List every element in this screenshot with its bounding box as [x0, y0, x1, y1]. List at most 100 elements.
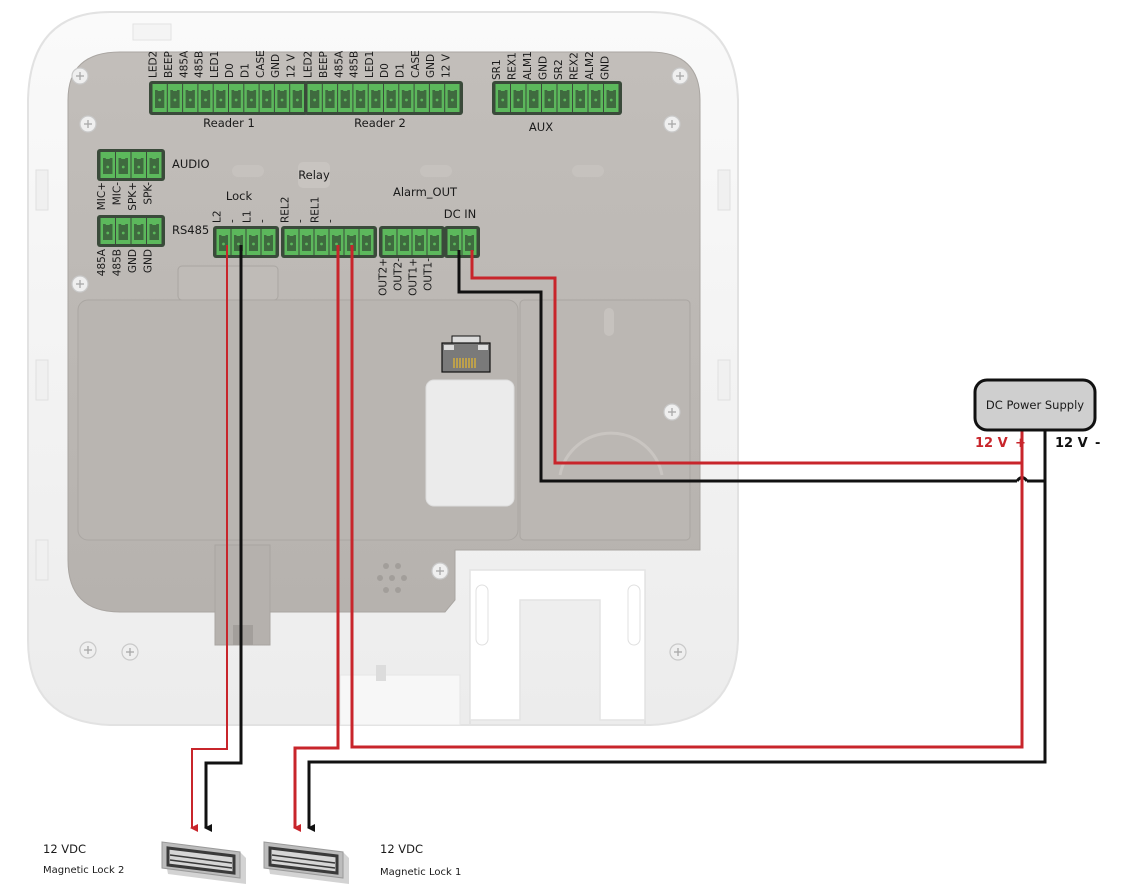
relay-terminal-pin-2[interactable]: [299, 229, 314, 255]
reader1-terminal-pin-6[interactable]: [229, 84, 244, 112]
dc-in-terminal: [444, 226, 480, 258]
lock-terminal-pin-2[interactable]: [231, 229, 246, 255]
alarm-out-terminal-pin-1[interactable]: [382, 229, 397, 255]
relay-button: [298, 162, 330, 188]
wires: [190, 245, 1047, 832]
reader2-terminal-pin-5[interactable]: [368, 84, 383, 112]
screw-icon: [121, 643, 139, 661]
lock-pin-label: -: [227, 219, 239, 223]
aux-terminal-pin-1[interactable]: [495, 84, 511, 112]
reader1-terminal-pin-10[interactable]: [290, 84, 305, 112]
wire-psu-positive-relay: [350, 245, 1024, 749]
reader2-pin-label: LED2: [303, 51, 315, 78]
alarm-out-terminal-pin-4[interactable]: [427, 229, 442, 255]
lock2-name: Magnetic Lock 2: [43, 865, 124, 876]
dc-in-terminal-pin-1[interactable]: [447, 229, 462, 255]
alarm-out-terminal-pin-2[interactable]: [397, 229, 412, 255]
audio-terminal-pin-1[interactable]: [100, 152, 116, 178]
reader2-terminal: [304, 81, 463, 115]
reader1-terminal-pin-2[interactable]: [167, 84, 183, 112]
rs485-pin-label: 485B: [111, 249, 123, 276]
reader1-terminal-pin-5[interactable]: [213, 84, 228, 112]
lock-label: Lock: [226, 189, 253, 203]
screw-icon: [669, 643, 687, 661]
lock-pin-label: L2: [212, 210, 224, 223]
reader1-pin-label: GND: [270, 54, 282, 78]
psu-negative-voltage: 12 V: [1055, 436, 1088, 451]
screw-icon: [79, 641, 97, 659]
reader2-terminal-pin-10[interactable]: [445, 84, 460, 112]
audio-pin-label: MIC+: [96, 182, 108, 210]
alarm-out-pin-label: OUT1-: [423, 258, 435, 291]
relay-terminal-pin-4[interactable]: [329, 229, 344, 255]
reader2-terminal-pin-1[interactable]: [307, 84, 322, 112]
lock-pin-label: L1: [242, 210, 254, 223]
aux-terminal-pin-8[interactable]: [604, 84, 619, 112]
lock-terminal-pin-3[interactable]: [246, 229, 261, 255]
rs485-terminal-pin-2[interactable]: [116, 218, 131, 244]
aux-terminal-pin-7[interactable]: [588, 84, 604, 112]
reader2-terminal-pin-2[interactable]: [322, 84, 338, 112]
audio-terminal-pin-4[interactable]: [147, 152, 162, 178]
reader1-terminal-pin-1[interactable]: [152, 84, 167, 112]
screw-icon: [431, 562, 449, 580]
aux-terminal-pin-3[interactable]: [526, 84, 542, 112]
rs485-terminal-pin-4[interactable]: [147, 218, 162, 244]
aux-terminal-pin-6[interactable]: [573, 84, 588, 112]
lock-terminal: [213, 226, 279, 258]
audio-terminal-pin-2[interactable]: [116, 152, 131, 178]
rs485-pin-label: GND: [127, 249, 139, 273]
relay-terminal-pin-3[interactable]: [314, 229, 329, 255]
psu-positive-sign: +: [1015, 436, 1026, 451]
reader2-pin-label: D0: [379, 63, 391, 78]
rs485-terminal-pin-3[interactable]: [131, 218, 147, 244]
reader2-terminal-pin-7[interactable]: [399, 84, 414, 112]
power-supply-label: DC Power Supply: [986, 398, 1084, 412]
relay-terminal-pin-5[interactable]: [344, 229, 359, 255]
lock1-name: Magnetic Lock 1: [380, 867, 461, 878]
dc-power-supply: DC Power Supply 12 V + 12 V -: [973, 378, 1100, 451]
reader1-terminal-pin-7[interactable]: [244, 84, 259, 112]
lock-terminal-pin-1[interactable]: [216, 229, 231, 255]
aux-terminal: [492, 81, 622, 115]
dc-in-terminal-pin-2[interactable]: [462, 229, 477, 255]
reader2-terminal-pin-4[interactable]: [353, 84, 368, 112]
aux-terminal-pin-5[interactable]: [557, 84, 573, 112]
rs485-pin-label: GND: [142, 249, 154, 273]
relay-terminal: [281, 226, 377, 258]
reader2-terminal-pin-8[interactable]: [414, 84, 429, 112]
alarm-out-pin-label: OUT1+: [408, 258, 420, 296]
alarm-out-terminal: [379, 226, 445, 258]
reader2-terminal-pin-9[interactable]: [429, 84, 445, 112]
reader2-pin-label: LED1: [364, 51, 376, 78]
aux-terminal-pin-4[interactable]: [542, 84, 557, 112]
reader1-terminal-pin-3[interactable]: [183, 84, 198, 112]
aux-terminal-pin-2[interactable]: [511, 84, 526, 112]
audio-terminal-pin-3[interactable]: [131, 152, 147, 178]
reader1-pin-label: BEEP: [163, 51, 175, 78]
screw-icon: [663, 115, 681, 133]
reader2-pin-label: BEEP: [318, 51, 330, 78]
reader2-terminal-pin-6[interactable]: [384, 84, 399, 112]
reader1-pin-label: 12 V: [285, 53, 297, 78]
reader1-pin-label: LED1: [209, 51, 221, 78]
rs485-terminal-pin-1[interactable]: [100, 218, 116, 244]
reader1-terminal-pin-9[interactable]: [274, 84, 290, 112]
reader1-terminal: [149, 81, 308, 115]
reader2-terminal-pin-3[interactable]: [338, 84, 353, 112]
alarm-out-terminal-pin-3[interactable]: [412, 229, 427, 255]
reader1-terminal-pin-4[interactable]: [198, 84, 213, 112]
reader1-terminal-pin-8[interactable]: [259, 84, 274, 112]
lock-terminal-pin-4[interactable]: [261, 229, 276, 255]
audio-pin-label: SPK+: [127, 182, 139, 211]
dc-in-label: DC IN: [444, 207, 477, 221]
alarm-out-label: Alarm_OUT: [393, 185, 458, 199]
psu-negative-sign: -: [1095, 436, 1100, 451]
rs485-terminal: [97, 215, 165, 247]
wire-dcin-positive: [470, 250, 1024, 465]
wire-psu-negative-lock1: [307, 430, 1047, 832]
aux-pin-label: GND: [537, 56, 549, 80]
relay-terminal-pin-6[interactable]: [359, 229, 374, 255]
relay-terminal-pin-1[interactable]: [284, 229, 299, 255]
